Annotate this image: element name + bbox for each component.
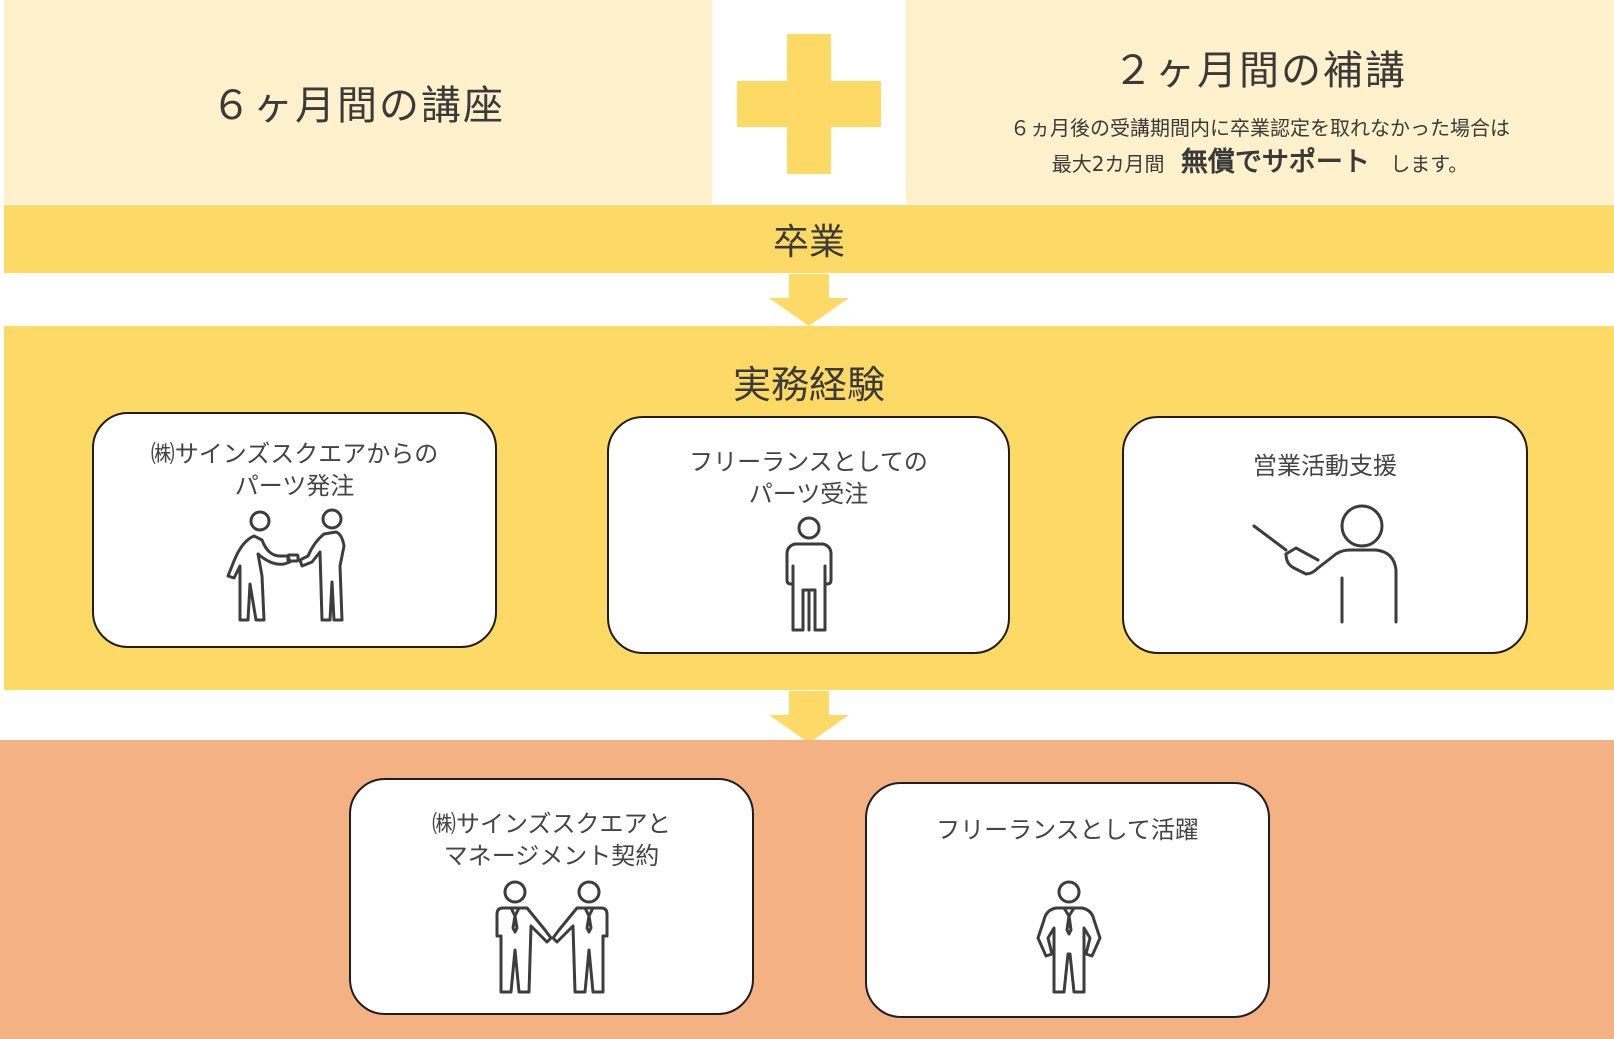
- down-arrow-icon: [769, 274, 849, 326]
- experience-title: 実務経験: [732, 363, 885, 407]
- person-icon: [781, 516, 837, 634]
- freelance-active-card: フリーランスとして活躍: [865, 782, 1270, 1018]
- management-contract-card: ㈱サインズスクエアと マネージメント契約: [349, 778, 754, 1015]
- note-prefix: 最大2カ月間: [1051, 152, 1165, 176]
- supplementary-note-line2: 最大2カ月間 無償でサポート します。: [906, 140, 1614, 179]
- handover-icon: [224, 506, 364, 631]
- handshake-icon: [493, 880, 613, 998]
- note-emphasis: 無償でサポート: [1180, 147, 1370, 178]
- sales-support-card: 営業活動支援: [1122, 416, 1528, 654]
- parts-receive-label: フリーランスとしての パーツ受注: [689, 448, 928, 508]
- freelance-active-label: フリーランスとして活躍: [936, 816, 1199, 844]
- management-contract-label: ㈱サインズスクエアと マネージメント契約: [431, 810, 672, 870]
- presenter-icon: [1250, 504, 1400, 624]
- graduation-label: 卒業: [772, 222, 845, 263]
- supplementary-panel: ２ヶ月間の補講 ６ヵ月後の受講期間内に卒業認定を取れなかった場合は 最大2カ月間…: [906, 0, 1614, 204]
- graduation-band: 卒業: [4, 205, 1614, 273]
- supplementary-title: ２ヶ月間の補講: [1113, 48, 1407, 94]
- down-arrow-icon: [769, 691, 849, 743]
- businessman-icon: [1034, 880, 1104, 998]
- course-title: ６ヶ月間の講座: [211, 83, 505, 129]
- course-panel: ６ヶ月間の講座: [4, 0, 712, 204]
- outcome-band: [0, 740, 1614, 1039]
- parts-receive-card: フリーランスとしての パーツ受注: [607, 416, 1010, 654]
- parts-order-card: ㈱サインズスクエアからの パーツ発注: [92, 412, 497, 648]
- parts-order-label: ㈱サインズスクエアからの パーツ発注: [150, 440, 439, 500]
- sales-support-label: 営業活動支援: [1253, 452, 1397, 480]
- note-suffix: します。: [1390, 152, 1469, 176]
- plus-icon: [737, 34, 881, 174]
- supplementary-note-line1: ６ヵ月後の受講期間内に卒業認定を取れなかった場合は: [1010, 116, 1510, 140]
